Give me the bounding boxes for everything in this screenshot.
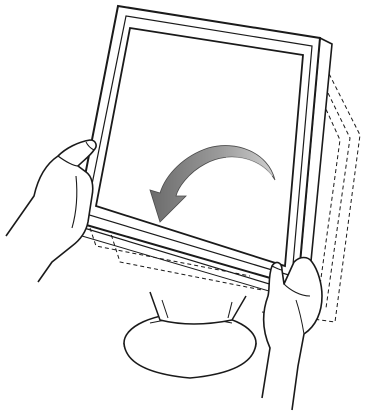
right-hand xyxy=(262,258,322,411)
stand-neck xyxy=(150,292,246,324)
left-hand xyxy=(6,140,96,282)
